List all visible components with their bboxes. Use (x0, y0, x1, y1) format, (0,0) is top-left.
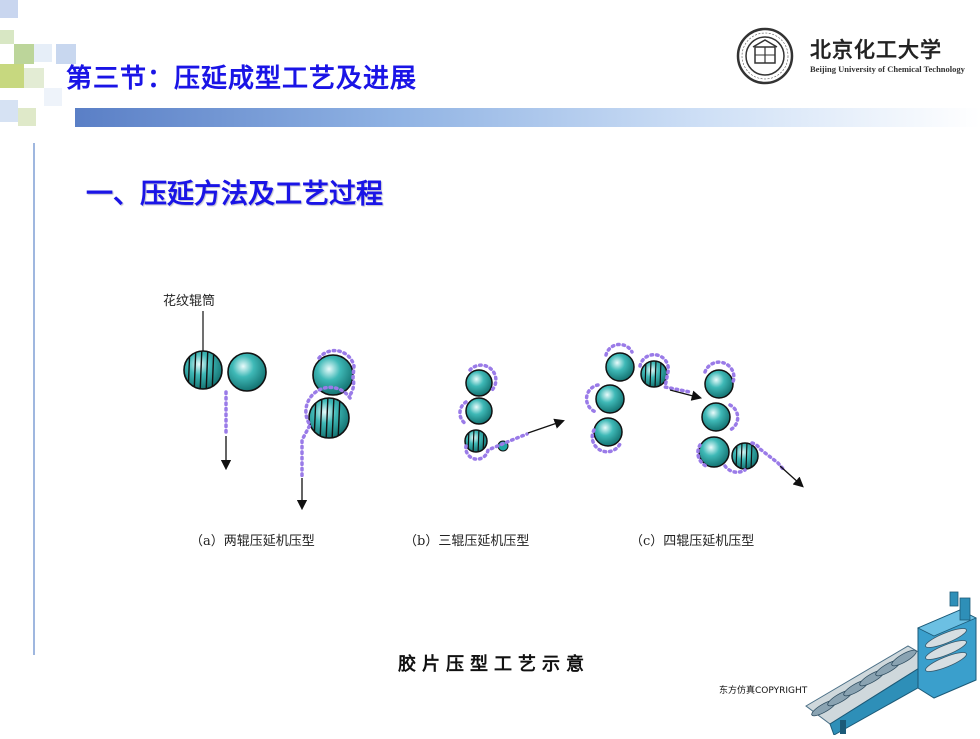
calender-schematic: 花纹辊筒 (163, 293, 804, 549)
university-name-en: Beijing University of Chemical Technolog… (810, 64, 965, 74)
title-underline-band (75, 108, 980, 127)
roll-middle (465, 397, 493, 425)
calender-machine-icon (805, 591, 977, 736)
two-roll-setup-a2 (296, 348, 356, 511)
roll-top (605, 352, 635, 382)
copyright-label: 东方仿真COPYRIGHT (719, 686, 808, 696)
output-arrow (779, 465, 804, 488)
four-roll-setup-c1 (584, 342, 703, 454)
university-seal-icon (736, 27, 794, 85)
roll-bottom-patterned (464, 429, 488, 453)
caption-three-roll: （b）三辊压延机压型 (404, 534, 529, 549)
roll-middle (701, 402, 731, 432)
rubber-sheet (584, 342, 692, 454)
caption-four-roll: （c）四辊压延机压型 (630, 534, 754, 549)
figure-title: 胶片压型工艺示意 (398, 654, 590, 675)
caption-two-roll: （a）两辊压延机压型 (190, 534, 315, 549)
roll-top (704, 369, 734, 399)
roll-bottom (698, 436, 730, 468)
plain-roll (227, 352, 267, 392)
rubber-sheet (300, 348, 356, 480)
roll-top (465, 369, 493, 397)
roll-middle (595, 384, 625, 414)
calender-diagram: 花纹辊筒 (150, 278, 820, 558)
calender-machine-illustration (800, 588, 978, 736)
output-arrow (527, 418, 565, 434)
patterned-roll-callout: 花纹辊筒 (163, 293, 215, 309)
section-heading: 一、压延方法及工艺过程 (86, 179, 383, 210)
four-roll-setup-c2 (696, 360, 804, 488)
left-margin-rule (33, 143, 35, 655)
roll-bottom (593, 417, 623, 447)
two-roll-setup-a1 (183, 350, 267, 471)
rubber-sheet (696, 360, 786, 474)
rubber-sheet (458, 363, 529, 461)
university-name-cn: 北京化工大学 (810, 37, 942, 62)
output-arrow (669, 389, 703, 401)
slide-title: 第三节：压延成型工艺及进展 (66, 64, 418, 94)
three-roll-setup (458, 363, 565, 461)
university-logo: 北京化工大学 Beijing University of Chemical Te… (735, 20, 980, 90)
